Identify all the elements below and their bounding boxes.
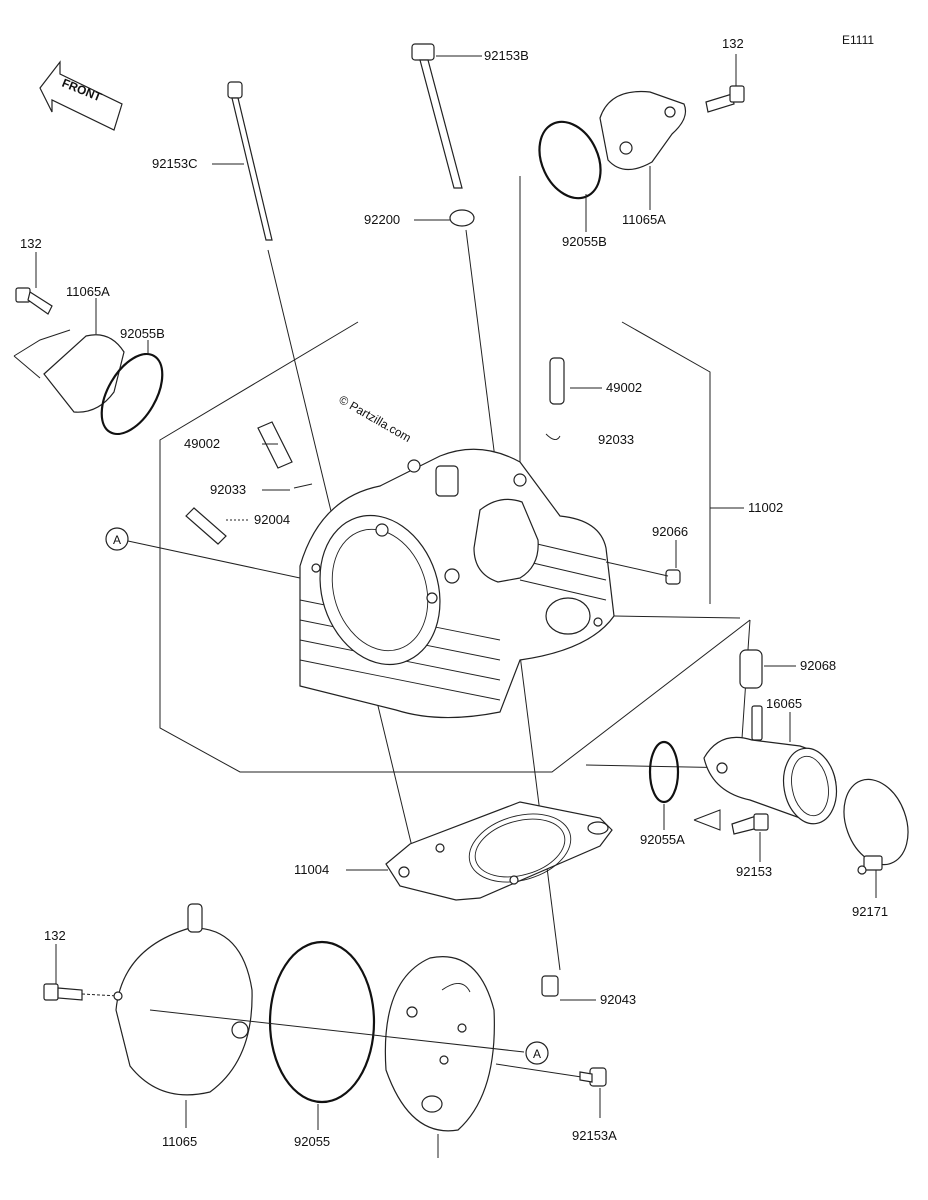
label-92033-left: 92033 [210,482,246,497]
oring-92055A-icon [648,740,680,804]
bolt-92153-icon [731,813,769,835]
stud-92004-icon [185,507,227,545]
intake-pipe-16065-icon [703,705,838,825]
reference-marker-a-right: A [525,1041,549,1065]
label-11065: 11065 [162,1134,197,1149]
label-92068: 92068 [800,658,836,673]
label-92153: 92153 [736,864,772,879]
clip-92033-right-icon [545,433,561,440]
cover-11065-icon [113,903,253,1096]
cover-11065A-top-icon [599,90,687,171]
label-92153A: 92153A [572,1128,617,1143]
label-92055B-top: 92055B [562,234,607,249]
valve-guide-49002-right-icon [549,357,565,405]
label-92055: 92055 [294,1134,330,1149]
washer-92200-icon [449,209,475,227]
footer-fineprint [350,1166,570,1178]
front-arrow-icon: FRONT [39,60,123,131]
bolt-132-top-icon [705,85,745,113]
head-gasket-11004-icon [385,801,613,901]
label-49002-right: 49002 [606,380,642,395]
label-92153B: 92153B [484,48,529,63]
label-132-left: 132 [20,236,42,251]
bolt-132-left-icon [15,287,53,315]
oring-92055B-top-icon [538,120,602,200]
dowel-92066-icon [665,569,681,585]
svg-text:A: A [533,1047,541,1061]
label-16065: 16065 [766,696,802,711]
label-92033-right: 92033 [598,432,634,447]
label-11004: 11004 [294,862,329,877]
cover-11065A-left-icon [43,334,125,413]
label-92171: 92171 [852,904,888,919]
label-92055A: 92055A [640,832,685,847]
reference-marker-a-left: A [105,527,129,551]
label-132-bottom: 132 [44,928,66,943]
cap-92068-icon [739,649,763,689]
bolt-92153A-icon [579,1067,607,1087]
label-11002: 11002 [748,500,783,515]
clamp-92171-icon [843,778,909,875]
bolt-132-bottom-icon [43,983,83,1001]
label-11065A-left: 11065A [66,284,110,299]
label-92200: 92200 [364,212,400,227]
cylinder-head-11002-icon [299,448,615,719]
label-92055B-left: 92055B [120,326,165,341]
valve-guide-49002-left-icon [257,421,293,469]
label-92004: 92004 [254,512,290,527]
label-132-top: 132 [722,36,744,51]
plate-13271-icon [384,956,495,1132]
label-92066: 92066 [652,524,688,539]
dowel-92043-icon [541,975,559,997]
diagram-code: E1111 [842,33,874,47]
svg-text:A: A [113,533,121,547]
label-92043: 92043 [600,992,636,1007]
oring-92055-icon [268,940,376,1104]
oring-92055B-left-icon [100,352,164,436]
watermark: © Partzilla.com [337,392,414,445]
clip-92033-left-icon [293,483,313,489]
label-11065A-top: 11065A [622,212,666,227]
label-49002-left: 49002 [184,436,220,451]
label-92153C: 92153C [152,156,198,171]
